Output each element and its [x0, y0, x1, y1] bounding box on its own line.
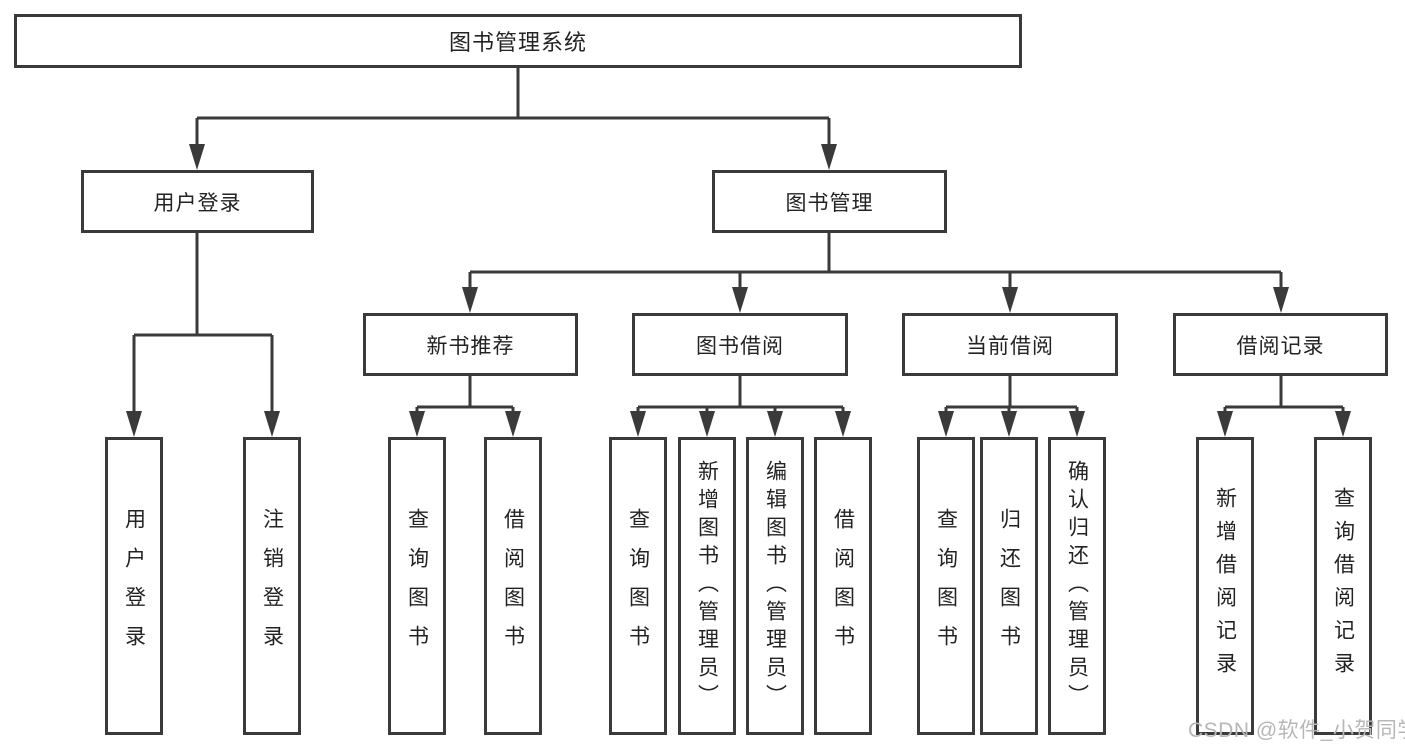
leaf-borrow-books-2: 借阅图书 — [814, 437, 872, 735]
node-current-borrowing: 当前借阅 — [902, 313, 1118, 376]
node-book-borrowing: 图书借阅 — [632, 313, 848, 376]
arrowhead-new-books — [462, 287, 478, 313]
leaf-user-login: 用户登录 — [105, 437, 163, 735]
connector-group-new-books — [415, 376, 515, 419]
arrowhead-g3-leaf1 — [1335, 411, 1351, 437]
node-book-management-branch: 图书管理 — [712, 170, 947, 233]
connector-group-borrow-records — [1223, 376, 1345, 419]
arrowhead-g1-leaf2 — [767, 411, 783, 437]
arrowhead-g3-leaf0 — [1217, 411, 1233, 437]
leaf-edit-books-admin: 编辑图书（管理员） — [746, 437, 804, 735]
leaf-logout: 注销登录 — [243, 437, 301, 735]
leaf-confirm-return-admin: 确认归还（管理员） — [1048, 437, 1106, 735]
arrowhead-g2-leaf1 — [1001, 411, 1017, 437]
node-root-system: 图书管理系统 — [14, 14, 1022, 68]
arrowhead-g2-leaf2 — [1069, 411, 1085, 437]
arrowhead-g0-leaf1 — [505, 411, 521, 437]
arrowhead-book-management — [821, 144, 837, 170]
arrowhead-g2-leaf0 — [938, 411, 954, 437]
arrowhead-borrow-records — [1273, 287, 1289, 313]
leaf-query-books-2: 查询图书 — [609, 437, 667, 735]
leaf-return-books: 归还图书 — [980, 437, 1038, 735]
arrowhead-leaf-logout — [264, 411, 280, 437]
node-user-login-branch: 用户登录 — [81, 170, 314, 233]
connector-group-book-borrow — [636, 376, 845, 419]
arrowhead-g0-leaf0 — [409, 411, 425, 437]
leaf-query-books-3: 查询图书 — [917, 437, 975, 735]
arrowhead-user-login — [189, 144, 205, 170]
arrowhead-g1-leaf3 — [835, 411, 851, 437]
leaf-add-borrow-record: 新增借阅记录 — [1196, 437, 1254, 735]
connector-root-to-level2 — [195, 68, 831, 152]
connector-book-to-level3 — [468, 233, 1283, 295]
arrowhead-g1-leaf1 — [699, 411, 715, 437]
arrowhead-current-borrow — [1002, 287, 1018, 313]
leaf-query-books-1: 查询图书 — [388, 437, 446, 735]
leaf-query-borrow-record: 查询借阅记录 — [1314, 437, 1372, 735]
arrowhead-leaf-login — [126, 411, 142, 437]
leaf-add-books-admin: 新增图书（管理员） — [678, 437, 736, 735]
connector-user-branch — [132, 233, 274, 419]
node-new-book-recommendation: 新书推荐 — [363, 313, 578, 376]
arrowhead-g1-leaf0 — [630, 411, 646, 437]
arrowhead-book-borrow — [732, 287, 748, 313]
csdn-watermark: CSDN @软件_小贺同学 — [1188, 719, 1405, 742]
leaf-borrow-books-1: 借阅图书 — [484, 437, 542, 735]
node-borrowing-records: 借阅记录 — [1173, 313, 1388, 376]
